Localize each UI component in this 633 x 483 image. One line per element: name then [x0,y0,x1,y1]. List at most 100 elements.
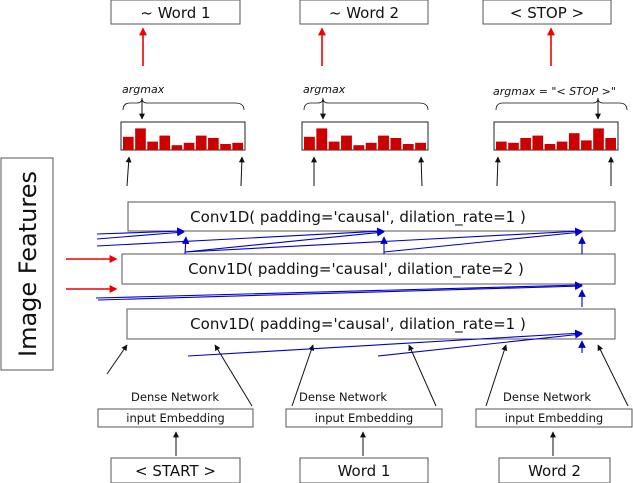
probability-bar [593,128,604,150]
distribution-chart-1 [120,121,246,151]
causal-connections [95,227,586,357]
dense-network-label-2: Dense Network [299,390,387,404]
input-embedding-box-1 [97,408,254,428]
probability-bar [232,142,243,150]
input-token-box-3 [498,457,611,483]
output-word-1: ~ Word 1 [110,0,241,25]
to-dist-arrow-3a [494,156,501,187]
blue-arrow [95,281,583,299]
conv-layer-middle-label: Conv1D( padding='causal', dilation_rate=… [188,260,524,279]
output-stop-box [482,0,612,25]
probability-bar [328,141,340,150]
blue-arrow [97,282,583,301]
output-stop: < STOP > [482,0,612,25]
blue-arrow [383,228,583,253]
to-conv-arrow-1a [106,344,128,375]
blue-arrow [96,227,185,236]
input-embedding-box-2 [285,408,443,428]
input-embedding-label-2: input Embedding [315,411,413,425]
output-word-2-box [299,0,429,25]
probability-bar [195,135,207,150]
input-column-word-1: Dense Network input Embedding Word 1 [285,390,443,483]
image-features-rect [0,157,54,371]
to-dist-arrow-1b [238,156,245,187]
distribution-chart-2 [301,121,429,151]
probability-bar [135,128,146,150]
input-token-label-1: < START > [135,462,216,480]
conv-layer-top-label: Conv1D( padding='causal', dilation_rate=… [190,208,526,227]
input-embedding-label-1: input Embedding [126,411,224,425]
probability-bar [147,141,158,150]
output-word-2: ~ Word 2 [299,0,429,25]
image-features-box: Image Features [0,157,54,371]
argmax-label-3: argmax = "< STOP >" [493,85,616,98]
probability-bar [378,135,389,150]
blue-arrow [96,228,185,240]
to-conv-arrow-3a [485,344,508,407]
probability-bar [532,135,544,150]
probability-bar [304,136,315,150]
input-token-box-1 [110,457,241,483]
probability-bar [496,141,507,150]
input-token-label-3: Word 2 [528,462,581,480]
argmax-label-1: argmax [122,83,165,96]
probability-bar [183,142,195,150]
probability-bar [123,136,134,150]
to-dist-arrow-1a [125,156,132,187]
image-features-label: Image Features [14,171,42,357]
blue-arrow [181,236,190,255]
to-conv-arrow-2a [291,344,315,407]
probability-bar [208,138,219,150]
probability-bar [159,135,171,150]
to-conv-arrow-2b [408,344,437,407]
probability-bar [316,128,328,150]
probability-bar [415,142,426,150]
probability-bar [568,133,580,150]
conv-layer-middle: Conv1D( padding='causal', dilation_rate=… [121,253,616,285]
distribution-chart-3 [493,121,619,151]
to-conv-arrow-1b [214,344,253,407]
argmax-brace-2 [303,97,429,111]
probability-bar [520,138,531,150]
input-token-label-2: Word 1 [338,462,391,480]
probability-bar [605,138,616,150]
probability-bar [556,141,568,150]
conv-layer-bottom-box [126,308,616,340]
input-token-box-2 [299,457,429,483]
blue-arrow [184,228,385,253]
argmax-label-2: argmax [303,83,346,96]
input-embedding-box-3 [475,408,633,428]
output-word-2-label: ~ Word 2 [329,4,399,22]
conv-layer-top: Conv1D( padding='causal', dilation_rate=… [127,201,616,232]
probability-bar [581,140,592,150]
output-word-1-box [110,0,241,25]
conv-layer-bottom: Conv1D( padding='causal', dilation_rate=… [126,308,616,340]
dense-network-label-1: Dense Network [131,390,219,404]
probability-bar [220,144,231,150]
probability-bar [390,138,402,150]
probability-bar [171,145,183,150]
input-column-start: Dense Network input Embedding < START > [97,390,254,483]
argmax-brace-1 [122,97,245,111]
probability-bar [508,142,519,150]
probability-bar [402,144,414,150]
probability-bar [365,142,377,150]
dense-network-label-3: Dense Network [503,390,591,404]
blue-arrow [187,329,583,357]
probability-bar [341,135,352,150]
argmax-brace-3 [495,97,628,111]
probability-bar [544,144,556,150]
conv-layer-middle-box [121,253,616,285]
conv-layer-bottom-label: Conv1D( padding='causal', dilation_rate=… [190,315,526,334]
conv-layer-top-box [127,201,616,232]
to-dist-arrow-2b [418,156,425,187]
output-word-1-label: ~ Word 1 [140,4,210,22]
probability-bar [353,145,365,150]
output-stop-label: < STOP > [510,4,584,22]
input-embedding-label-3: input Embedding [505,411,603,425]
blue-arrow [96,227,385,247]
input-column-word-2: Dense Network input Embedding Word 2 [475,390,633,483]
to-conv-arrow-3b [597,344,629,407]
